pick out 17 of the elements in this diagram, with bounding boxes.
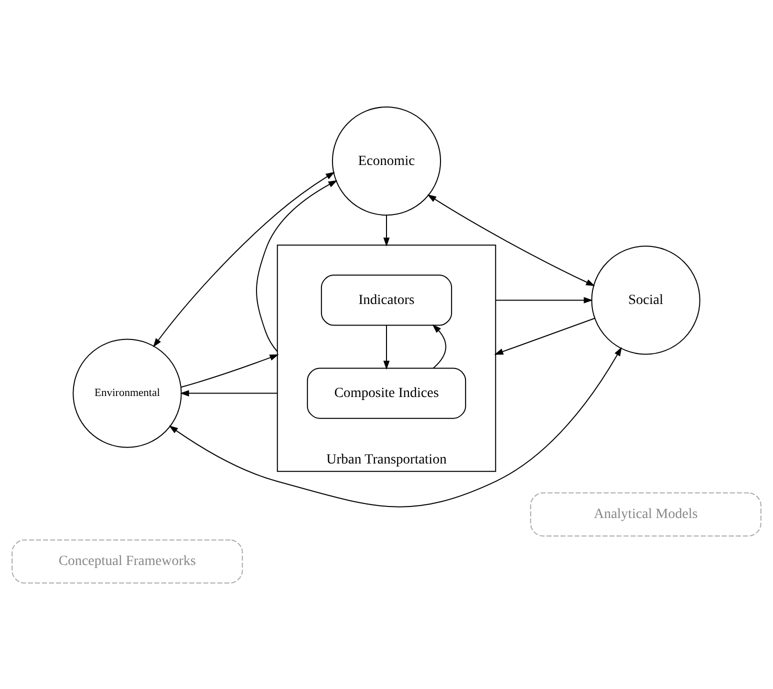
node-box: Conceptual Frameworks bbox=[12, 538, 243, 583]
arrow bbox=[383, 324, 390, 370]
arrow bbox=[168, 346, 622, 507]
arrow bbox=[180, 354, 279, 388]
arrow bbox=[383, 214, 390, 246]
node-circle: Social bbox=[591, 245, 700, 354]
node-circle: Economic bbox=[332, 106, 442, 216]
arrow bbox=[180, 390, 278, 396]
node-box: Indicators bbox=[320, 274, 452, 326]
arrow bbox=[495, 296, 593, 303]
arrow bbox=[494, 317, 596, 354]
arrow bbox=[256, 180, 338, 352]
arrow bbox=[427, 194, 596, 286]
node-box: Composite Indices bbox=[306, 367, 466, 418]
arrow bbox=[153, 171, 335, 347]
node-box: Analytical Models bbox=[530, 492, 762, 536]
arrow bbox=[432, 324, 446, 368]
